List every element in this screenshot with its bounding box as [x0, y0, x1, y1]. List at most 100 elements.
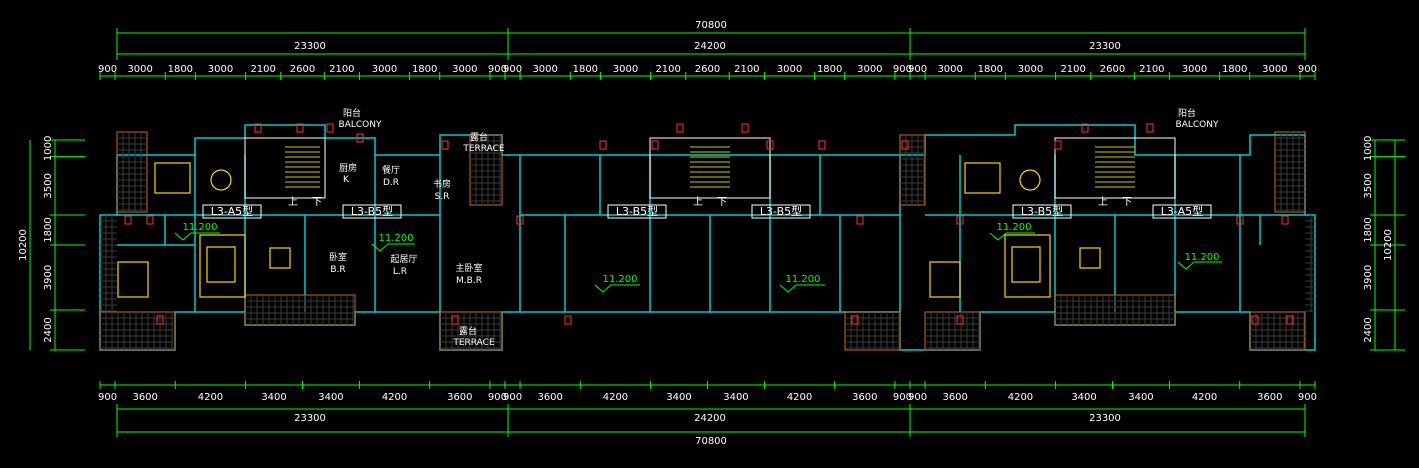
stair-down-label: 下: [717, 197, 727, 208]
vertical-total-label: 10200: [18, 229, 29, 261]
column-marker: [599, 140, 607, 150]
axis-dimension-label: 3000: [613, 64, 638, 75]
elevation-mark: 11.200: [594, 274, 640, 293]
vertical-dimension-label: 2400: [1363, 317, 1374, 342]
room-label-cn: 露台: [459, 325, 477, 337]
segment-top: 24200: [694, 41, 726, 52]
axis-dimension-label: 2100: [1060, 64, 1085, 75]
axis-dimension-label: 3000: [208, 64, 233, 75]
elevation-value: 11.200: [786, 274, 821, 285]
elevation-mark: 11.200: [174, 222, 220, 241]
column-marker: [1281, 215, 1289, 225]
column-marker: [1251, 315, 1259, 325]
column-marker: [254, 123, 262, 133]
axis-dimension-label: 4200: [382, 392, 407, 403]
column-marker: [1286, 315, 1294, 325]
elevation-marks: 11.200 11.200 11.200 11.200 11.200 11.20…: [174, 222, 1222, 293]
furniture: [117, 162, 1101, 298]
axis-dimension-label: 4200: [1008, 392, 1033, 403]
unit-type-label: L3-B5型: [760, 204, 802, 218]
elevation-value: 11.200: [997, 222, 1032, 233]
room-label-en: BALCONY: [1176, 120, 1219, 130]
column-marker: [851, 315, 859, 325]
unit-type-label: L3-B5型: [351, 204, 393, 218]
column-marker: [146, 215, 154, 225]
axis-dimension-label: 4200: [198, 392, 223, 403]
column-marker: [156, 315, 164, 325]
column-marker: [1146, 123, 1154, 133]
axis-dimension-label: 900: [908, 64, 927, 75]
column-marker: [956, 315, 964, 325]
axis-dimension-label: 900: [893, 392, 912, 403]
stair-up-label: 上: [693, 196, 703, 208]
elevation-value: 11.200: [183, 222, 218, 233]
segment-top: 23300: [294, 41, 326, 52]
axis-dimension-label: 3400: [318, 392, 343, 403]
axis-dimension-label: 900: [1298, 64, 1317, 75]
axis-dimension-label: 2600: [1100, 64, 1125, 75]
overall-width-bottom: 70800: [695, 436, 727, 447]
axis-dimension-label: 4200: [603, 392, 628, 403]
unit-type-label: L3-B5型: [616, 204, 658, 218]
axis-dimension-label: 3400: [1128, 392, 1153, 403]
segment-bottom: 24200: [694, 413, 726, 424]
room-label-en: TERRACE: [462, 144, 505, 154]
axis-dimension-label: 3000: [532, 64, 557, 75]
segment-bottom: 23300: [294, 413, 326, 424]
axis-dimension-label: 1800: [817, 64, 842, 75]
column-marker: [516, 215, 524, 225]
room-label-cn: 卧室: [329, 251, 347, 263]
axis-dimension-label: 3000: [372, 64, 397, 75]
axis-dimension-label: 3000: [127, 64, 152, 75]
overall-width-top: 70800: [695, 20, 727, 31]
axis-dimension-label: 900: [503, 64, 522, 75]
stair-down-label: 下: [1122, 197, 1132, 208]
balcony-tiles: [100, 132, 1315, 350]
column-marker: [956, 215, 964, 225]
axis-dimension-label: 3600: [942, 392, 967, 403]
axis-dimension-label: 3400: [261, 392, 286, 403]
axis-dimension-label: 3600: [537, 392, 562, 403]
column-marker: [1081, 123, 1089, 133]
vertical-dimension-label: 3900: [1363, 265, 1374, 290]
column-marker: [651, 140, 659, 150]
room-label-en: S.R: [435, 192, 450, 202]
room-label-cn: 阳台: [1178, 107, 1196, 119]
column-marker: [856, 215, 864, 225]
axis-dimension-label: 2100: [250, 64, 275, 75]
axis-dimension-label: 900: [488, 64, 507, 75]
column-marker: [766, 140, 774, 150]
elevation-value: 11.200: [379, 233, 414, 244]
axis-dimension-label: 3000: [1182, 64, 1207, 75]
stair-up-label: 上: [1098, 196, 1108, 208]
column-marker: [818, 140, 826, 150]
vertical-total-label: 10200: [1383, 229, 1394, 261]
room-labels: 阳台 BALCONY 阳台 BALCONY 露台 TERRACE 露台 TERR…: [329, 107, 1219, 348]
unit-type-label: L3-A5型: [1161, 204, 1203, 218]
dimension-texts: 70800 70800 23300 24200 23300 23300 2420…: [294, 20, 1121, 447]
column-marker: [451, 315, 459, 325]
axis-dimension-label: 900: [98, 64, 117, 75]
axis-dimension-label: 3400: [666, 392, 691, 403]
axis-dimension-label: 900: [488, 392, 507, 403]
unit-type-labels: L3-A5型 L3-B5型 L3-B5型 L3-B5型 L3-B5型 L3-A5…: [202, 204, 1212, 219]
room-label-cn: 餐厅: [382, 164, 400, 176]
axis-dimension-label: 900: [503, 392, 522, 403]
segment-top: 23300: [1089, 41, 1121, 52]
axis-dimension-label: 3400: [1071, 392, 1096, 403]
axis-dimension-label: 3600: [447, 392, 472, 403]
elevation-value: 11.200: [1185, 252, 1220, 263]
vertical-dimension-label: 1800: [43, 217, 54, 242]
room-label-cn: 主卧室: [455, 262, 482, 274]
unit-type-label: L3-A5型: [211, 204, 253, 218]
elevation-mark: 11.200: [1177, 252, 1222, 270]
column-marker: [296, 123, 304, 133]
axis-dimension-label: 3000: [777, 64, 802, 75]
column-marker: [1054, 140, 1062, 150]
column-marker: [326, 123, 334, 133]
axis-dimension-label: 3400: [723, 392, 748, 403]
